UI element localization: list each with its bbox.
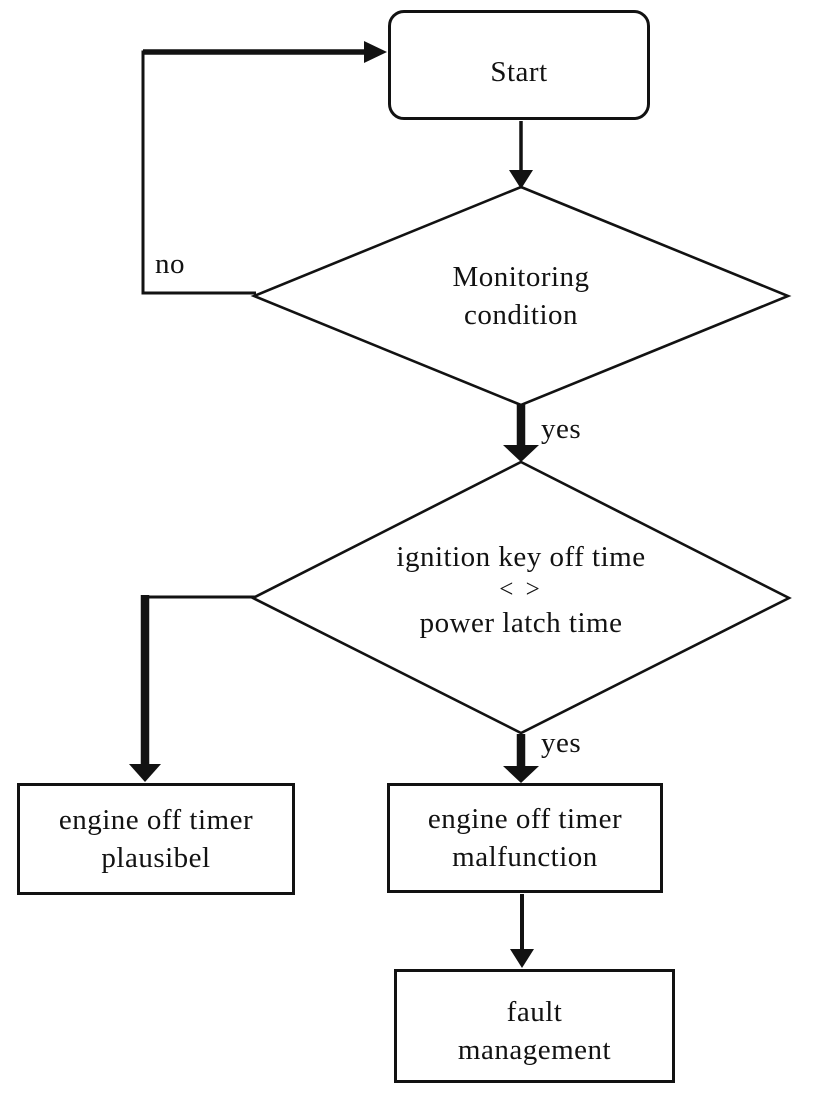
node-fault-line-2: management — [457, 1034, 612, 1066]
node-ignition-line-2: power latch time — [419, 607, 623, 639]
node-start-label: Start — [490, 56, 548, 88]
edge-label-no: no — [155, 248, 185, 280]
edge-start-to-monitoring — [509, 121, 533, 189]
edge-malfunction-to-fault — [510, 894, 534, 968]
edge-monitoring-no-loop — [141, 41, 387, 295]
node-monitoring-line-1: Monitoring — [452, 261, 590, 293]
node-monitoring-line-2: condition — [463, 299, 579, 331]
node-engine-off-timer-malfunction: engine off timer malfunction — [387, 783, 663, 893]
node-ignition-key-off-time: ignition key off time < > power latch ti… — [253, 454, 789, 726]
node-ignition-line-1: ignition key off time — [396, 541, 646, 573]
node-start: Start — [388, 10, 650, 120]
edge-label-yes-ignition: yes — [541, 727, 582, 759]
diamond-ignition-key-off-time — [250, 460, 792, 735]
edge-monitoring-yes — [503, 404, 539, 462]
edge-label-yes-monitoring: yes — [541, 413, 582, 445]
edge-ignition-yes — [503, 734, 539, 783]
node-plausibel-line-1: engine off timer — [58, 804, 254, 836]
node-plausibel-line-2: plausibel — [101, 842, 211, 874]
node-malfunction-line-1: engine off timer — [427, 803, 623, 835]
edge-ignition-to-plausibel — [129, 595, 255, 782]
node-ignition-compare-symbol: < > — [499, 576, 543, 603]
node-malfunction-line-2: malfunction — [452, 841, 598, 873]
node-fault-management: fault management — [394, 969, 675, 1083]
node-fault-line-1: fault — [506, 996, 563, 1028]
node-monitoring-condition: Monitoring condition — [253, 186, 789, 406]
node-engine-off-timer-plausibel: engine off timer plausibel — [17, 783, 295, 895]
